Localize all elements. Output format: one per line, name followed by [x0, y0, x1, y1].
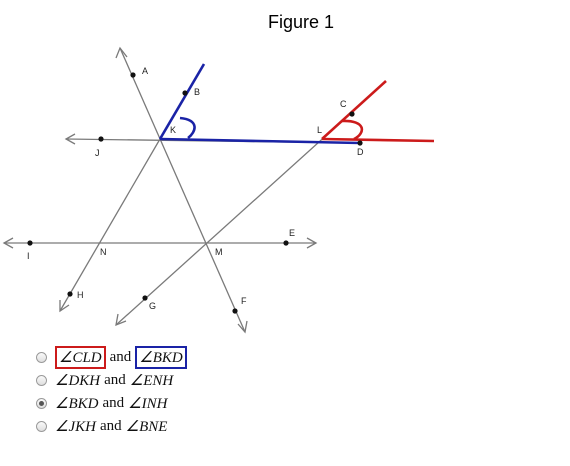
label-b: B [194, 87, 200, 97]
point-a [130, 72, 136, 78]
point-d [357, 140, 363, 146]
point-e [283, 240, 289, 246]
choice-4-angle-2: ∠BNE [125, 419, 168, 435]
choice-1-conj: and [109, 349, 132, 365]
label-g: G [149, 301, 156, 311]
label-i: I [27, 251, 30, 261]
blue-angle-bkd [158, 63, 361, 145]
choice-4[interactable]: ∠JKH and ∠BNE [36, 415, 187, 438]
label-c: C [340, 99, 347, 109]
radio-button[interactable] [36, 421, 47, 432]
point-b [182, 90, 188, 96]
choice-4-conj: and [99, 418, 122, 434]
label-j: J [95, 148, 100, 158]
choice-1-angle-1: ∠CLD [55, 346, 106, 369]
radio-button-selected[interactable] [36, 398, 47, 409]
line-af [119, 47, 246, 333]
choice-1-angle-2: ∠BKD [135, 346, 187, 369]
choice-3-angle-2: ∠INH [128, 396, 168, 412]
geometry-figure: A B C D E F G H I J K L M N [2, 46, 435, 334]
choice-2-angle-2: ∠ENH [129, 373, 174, 389]
arrow-h [59, 300, 70, 313]
red-angle-cld [321, 80, 435, 143]
choice-1[interactable]: ∠CLD and ∠BKD [36, 346, 187, 369]
arrow-e [306, 237, 318, 249]
label-n: N [100, 247, 107, 257]
choice-2-conj: and [104, 372, 126, 388]
arrow-g [115, 313, 127, 327]
label-k: K [170, 125, 176, 135]
choice-4-angle-1: ∠JKH [55, 419, 96, 435]
point-g [142, 295, 148, 301]
label-f: F [241, 296, 247, 306]
label-l: L [317, 125, 322, 135]
point-c [349, 111, 355, 117]
arrow-a [115, 46, 128, 59]
choice-2-angle-1: ∠DKH [55, 373, 101, 389]
point-i [27, 240, 33, 246]
point-f [232, 308, 238, 314]
label-a: A [142, 66, 148, 76]
label-d: D [357, 147, 364, 157]
radio-button[interactable] [36, 352, 47, 363]
figure-title: Figure 1 [267, 12, 335, 32]
arrow-i [2, 237, 14, 249]
radio-button[interactable] [36, 375, 47, 386]
answer-choices: ∠CLD and ∠BKD ∠DKH and ∠ENH ∠BKD and ∠IN… [36, 346, 187, 438]
point-j [98, 136, 104, 142]
label-e: E [289, 228, 295, 238]
arrow-f [237, 320, 248, 334]
line-bh [59, 138, 161, 312]
label-h: H [77, 290, 84, 300]
label-m: M [215, 247, 223, 257]
choice-3-conj: and [102, 395, 125, 411]
point-h [67, 291, 73, 297]
choice-3-angle-1: ∠BKD [55, 396, 99, 412]
choice-2[interactable]: ∠DKH and ∠ENH [36, 369, 187, 392]
choice-3[interactable]: ∠BKD and ∠INH [36, 392, 187, 415]
arrow-j [64, 133, 76, 145]
